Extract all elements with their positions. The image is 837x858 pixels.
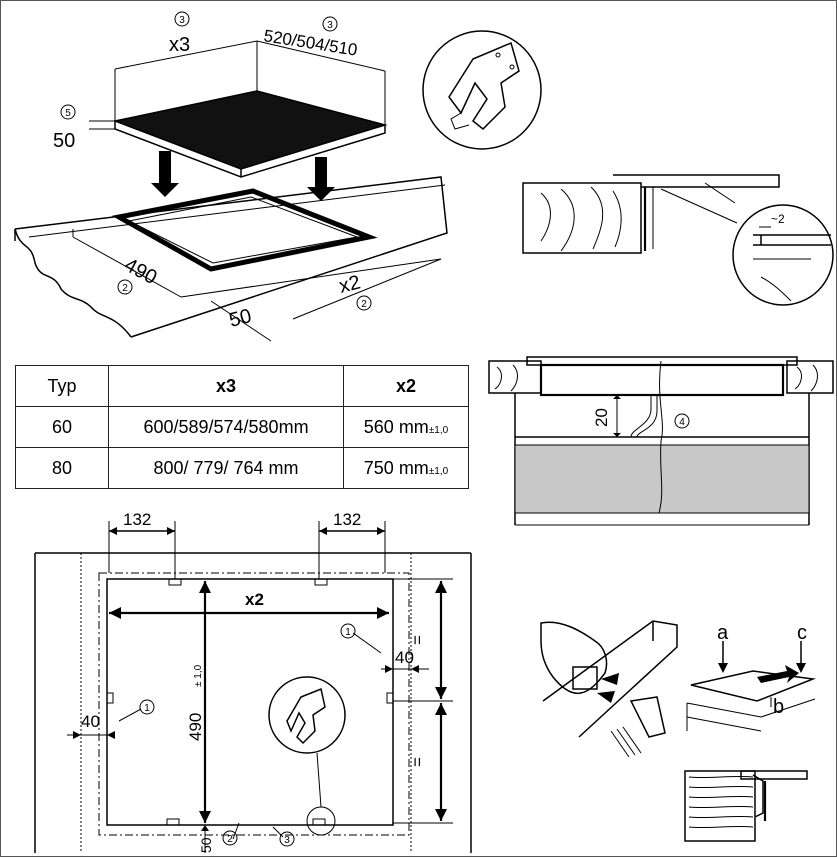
table-header-x2: x2 [343,365,469,407]
svg-text:1: 1 [144,703,150,714]
table-cell-typ: 60 [15,406,109,448]
edge-section-detail [522,174,834,306]
label-clearance: 20 [592,408,611,427]
label-490-tolerance: ± 1,0 [193,664,204,687]
label-132-right: 132 [333,510,361,529]
label-x3-top: x3 [169,34,190,56]
circle-marker-1b: 1 [340,623,356,639]
svg-text:4: 4 [679,417,685,428]
label-depth-options: 520/504/510 [262,26,358,60]
table-cell-typ: 80 [15,447,109,489]
svg-text:3: 3 [284,835,290,846]
circle-marker-5: 5 [60,104,76,120]
label-490-bottom: 490 [186,713,205,741]
circle-marker-3a: 3 [174,11,190,27]
table-cell-x2: 560 mm±1,0 [343,406,469,448]
hob-isometric [89,40,388,201]
clip-fixing-detail [684,770,808,842]
label-132-left: 132 [123,510,151,529]
label-equal-bottom: = [408,757,427,767]
table-header-typ: Typ [15,365,109,407]
table-cell-x3: 600/589/574/580mm [108,406,344,448]
circle-marker-2b: 2 [356,295,372,311]
svg-text:1: 1 [345,627,351,638]
svg-text:2: 2 [361,299,367,310]
table-cell-x3: 800/ 779/ 764 mm [108,447,344,489]
svg-text:5: 5 [65,108,71,119]
table-header-row: Typ x3 x2 [15,365,469,407]
cutout-plan-view [34,521,472,853]
table-header-x3: x3 [108,365,344,407]
svg-text:3: 3 [327,20,333,31]
label-hob-thickness: 50 [53,130,75,152]
label-gap: ~2 [771,212,785,226]
label-b: b [773,696,784,718]
label-c: c [797,622,807,644]
svg-text:2: 2 [227,834,233,845]
worktop-isometric [14,176,448,342]
clip-detail-circle [422,30,542,150]
label-50-bottom: 50 [198,837,214,853]
table-cell-x2: 750 mm±1,0 [343,447,469,489]
label-40-right: 40 [395,648,414,667]
table-row: 60 600/589/574/580mm 560 mm±1,0 [15,406,469,448]
circle-marker-2-bottom: 2 [222,830,238,846]
label-40-left: 40 [81,712,100,731]
circle-marker-1a: 1 [139,699,155,715]
label-x2-top: x2 [337,271,363,297]
svg-text:2: 2 [122,283,128,294]
hob-removal-detail [686,641,816,732]
clip-removal-hand [540,620,678,758]
x2-value: 560 mm [363,416,429,437]
dimensions-table: Typ x3 x2 60 600/589/574/580mm 560 mm±1,… [15,365,469,489]
label-a: a [717,622,729,644]
circle-marker-4: 4 [674,413,690,429]
label-x2-bottom: x2 [245,590,264,609]
svg-text:3: 3 [179,15,185,26]
x2-value: 750 mm [363,457,429,478]
x2-tolerance: ±1,0 [428,465,449,477]
label-front-margin: 50 [227,305,254,332]
table-row: 80 800/ 779/ 764 mm 750 mm±1,0 [15,447,469,489]
installed-section-detail [488,356,834,526]
x2-tolerance: ±1,0 [428,424,449,436]
circle-marker-3-bottom: 3 [279,831,295,847]
circle-marker-3b: 3 [322,16,338,32]
circle-marker-2a: 2 [117,279,133,295]
label-equal-top: = [408,635,427,645]
